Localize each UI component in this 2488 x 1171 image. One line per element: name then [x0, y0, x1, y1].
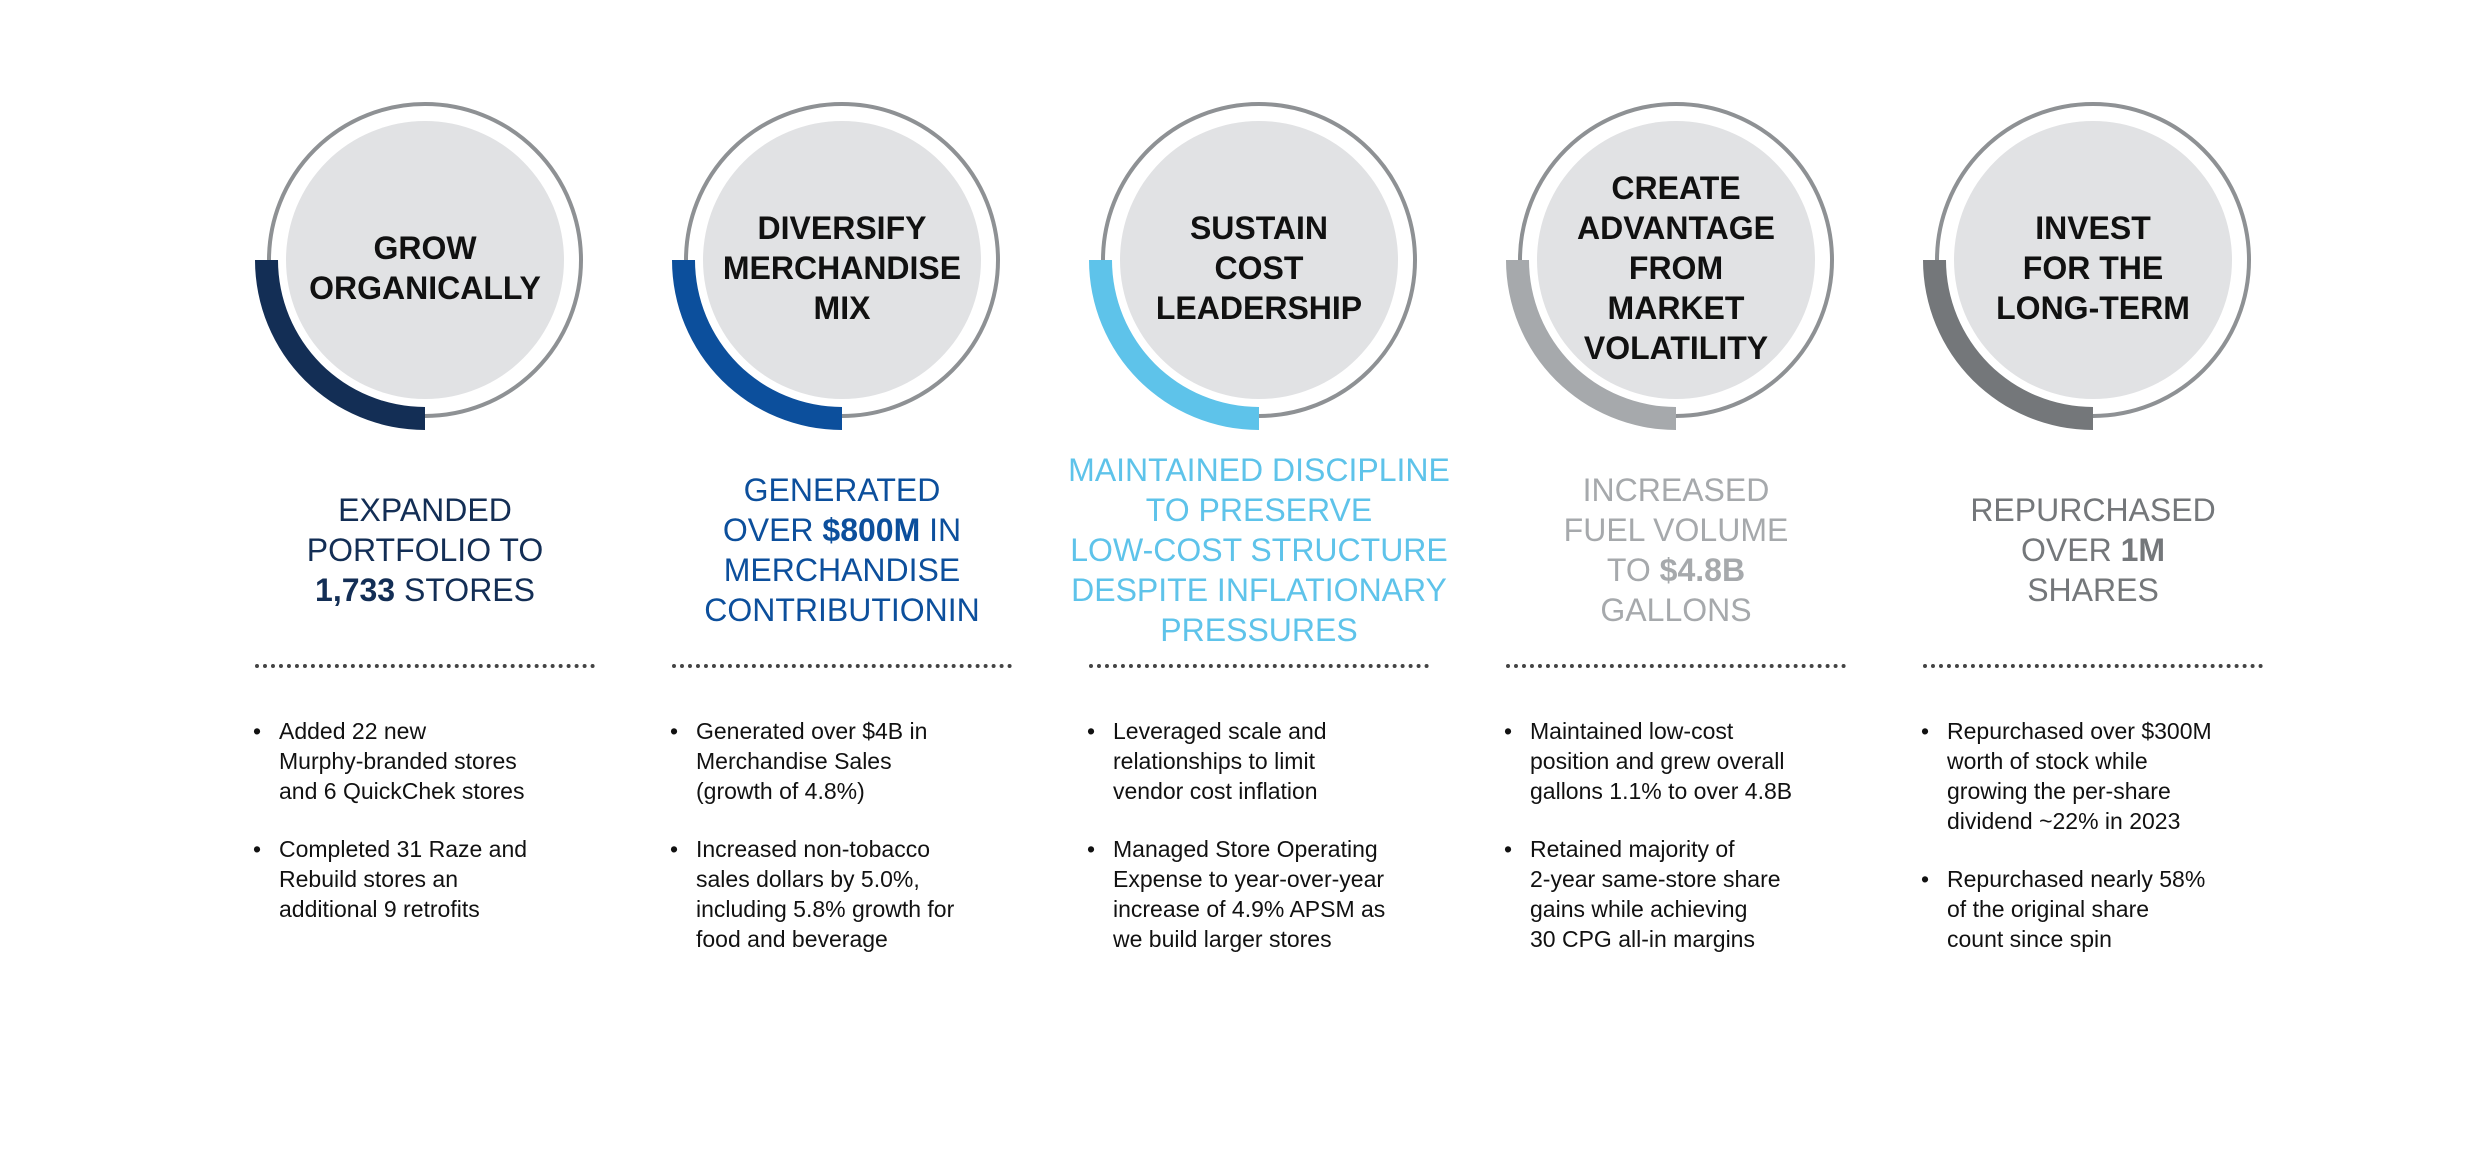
pillar-title: INVEST FOR THE LONG-TERM — [1955, 130, 2231, 406]
headline-text: GENERATED OVER $800M IN MERCHANDISE CONT… — [704, 470, 980, 630]
bullet-text: Generated over $4B in Merchandise Sales … — [696, 718, 928, 804]
headline-pre: EXPANDED PORTFOLIO TO — [306, 492, 544, 568]
headline-text: REPURCHASED OVER 1M SHARES — [1970, 490, 2215, 610]
bullet-item: • Repurchased over $300M worth of stock w… — [1921, 716, 2301, 836]
bullet-text: Maintained low-cost position and grew ov… — [1530, 718, 1793, 804]
pillar-headline: REPURCHASED OVER 1M SHARES — [1883, 440, 2303, 660]
bullet-text: Leveraged scale and relationships to lim… — [1113, 718, 1327, 804]
headline-pre: GENERATED OVER — [722, 472, 941, 548]
pillar-ring-graphic — [255, 90, 595, 430]
pillar-title-text: GROW ORGANICALLY — [309, 230, 541, 306]
bullet-dot: • — [253, 718, 262, 744]
pillar-headline: GENERATED OVER $800M IN MERCHANDISE CONT… — [632, 440, 1052, 660]
inner-circle — [1537, 121, 1815, 399]
bullet-text: Repurchased over $300M worth of stock wh… — [1947, 718, 2212, 834]
headline-text: INCREASED FUEL VOLUME TO $4.8B GALLONS — [1564, 470, 1789, 630]
bullet-dot: • — [1921, 866, 1930, 892]
pillar-headline: MAINTAINED DISCIPLINE TO PRESERVE LOW-CO… — [1049, 440, 1469, 660]
bullet-item: • Leveraged scale and relationships to li… — [1087, 716, 1467, 806]
headline-pre: MAINTAINED DISCIPLINE TO PRESERVE LOW-CO… — [1068, 452, 1450, 648]
inner-circle — [1120, 121, 1398, 399]
pillar-title-text: INVEST FOR THE LONG-TERM — [1996, 210, 2190, 326]
headline-post: GALLONS — [1600, 592, 1752, 628]
pillar-ring-graphic — [1089, 90, 1429, 430]
pillar-title-text: DIVERSIFY MERCHANDISE MIX — [722, 210, 962, 326]
headline-text: EXPANDED PORTFOLIO TO 1,733 STORES — [307, 490, 544, 610]
pillar-title: CREATE ADVANTAGE FROM MARKET VOLATILITY — [1538, 130, 1814, 406]
bullet-list: • Added 22 new Murphy-branded stores and … — [253, 716, 633, 952]
dotted-divider — [255, 664, 595, 668]
headline-post: IN MERCHANDISE CONTRIBUTIONIN — [704, 512, 980, 628]
bullet-list: • Generated over $4B in Merchandise Sales… — [670, 716, 1050, 982]
bullet-item: • Increased non-tobacco sales dollars by … — [670, 834, 1050, 954]
headline-highlight: 1M — [2120, 532, 2166, 568]
inner-circle — [286, 121, 564, 399]
bullet-dot: • — [670, 836, 679, 862]
dotted-divider — [1089, 664, 1429, 668]
bullet-list: • Leveraged scale and relationships to li… — [1087, 716, 1467, 982]
pillar-title-text: CREATE ADVANTAGE FROM MARKET VOLATILITY — [1577, 170, 1775, 366]
pillar-column: INVEST FOR THE LONG-TERM REPURCHASED OVER… — [1883, 0, 2283, 1171]
inner-circle — [1954, 121, 2232, 399]
pillar-title: DIVERSIFY MERCHANDISE MIX — [704, 130, 980, 406]
pillar-column: DIVERSIFY MERCHANDISE MIX GENERATED OVER … — [632, 0, 1032, 1171]
headline-highlight: $800M — [822, 512, 921, 548]
headline-highlight: $4.8B — [1659, 552, 1746, 588]
pillar-ring-graphic — [1923, 90, 2263, 430]
pillar-column: CREATE ADVANTAGE FROM MARKET VOLATILITY I… — [1466, 0, 1866, 1171]
dotted-divider — [1506, 664, 1846, 668]
bullet-dot: • — [1921, 718, 1930, 744]
pillar-title: SUSTAIN COST LEADERSHIP — [1121, 130, 1397, 406]
bullet-item: • Maintained low-cost position and grew o… — [1504, 716, 1884, 806]
pillar-column: SUSTAIN COST LEADERSHIP MAINTAINED DISCIP… — [1049, 0, 1450, 1171]
bullet-item: • Repurchased nearly 58% of the original … — [1921, 864, 2301, 954]
bullet-text: Retained majority of 2-year same-store s… — [1530, 836, 1781, 952]
bullet-dot: • — [1087, 718, 1096, 744]
accent-arc — [1923, 260, 2093, 430]
accent-arc — [255, 260, 425, 430]
pillar-title-text: SUSTAIN COST LEADERSHIP — [1155, 210, 1363, 326]
bullet-item: • Completed 31 Raze and Rebuild stores an… — [253, 834, 633, 924]
bullet-text: Completed 31 Raze and Rebuild stores an … — [279, 836, 528, 922]
inner-circle — [703, 121, 981, 399]
bullet-dot: • — [1087, 836, 1096, 862]
accent-arc — [672, 260, 842, 430]
bullet-text: Added 22 new Murphy-branded stores and 6… — [279, 718, 525, 804]
bullet-item: • Managed Store Operating Expense to year… — [1087, 834, 1467, 954]
pillar-headline: EXPANDED PORTFOLIO TO 1,733 STORES — [215, 440, 635, 660]
headline-pre: REPURCHASED OVER — [1970, 492, 2216, 568]
bullet-dot: • — [1504, 718, 1513, 744]
pillar-title: GROW ORGANICALLY — [287, 130, 563, 406]
bullet-text: Managed Store Operating Expense to year-… — [1113, 836, 1386, 952]
headline-text: MAINTAINED DISCIPLINE TO PRESERVE LOW-CO… — [1068, 450, 1450, 650]
bullet-list: • Repurchased over $300M worth of stock w… — [1921, 716, 2301, 982]
bullet-item: • Generated over $4B in Merchandise Sales… — [670, 716, 1050, 806]
pillar-headline: INCREASED FUEL VOLUME TO $4.8B GALLONS — [1466, 440, 1886, 660]
bullet-dot: • — [670, 718, 679, 744]
bullet-text: Repurchased nearly 58% of the original s… — [1947, 866, 2206, 952]
headline-post: STORES — [395, 572, 535, 608]
bullet-item: • Retained majority of 2-year same-store … — [1504, 834, 1884, 954]
pillar-column: GROW ORGANICALLY EXPANDED PORTFOLIO TO 1,… — [215, 0, 615, 1171]
bullet-dot: • — [1504, 836, 1513, 862]
bullet-text: Increased non-tobacco sales dollars by 5… — [696, 836, 955, 952]
accent-arc — [1089, 260, 1259, 430]
headline-highlight: 1,733 — [315, 572, 396, 608]
headline-post: SHARES — [2027, 572, 2159, 608]
accent-arc — [1506, 260, 1676, 430]
bullet-dot: • — [253, 836, 262, 862]
headline-pre: INCREASED FUEL VOLUME TO — [1563, 472, 1789, 588]
bullet-list: • Maintained low-cost position and grew o… — [1504, 716, 1884, 982]
bullet-item: • Added 22 new Murphy-branded stores and … — [253, 716, 633, 806]
pillar-ring-graphic — [672, 90, 1012, 430]
pillar-ring-graphic — [1506, 90, 1846, 430]
dotted-divider — [1923, 664, 2263, 668]
dotted-divider — [672, 664, 1012, 668]
